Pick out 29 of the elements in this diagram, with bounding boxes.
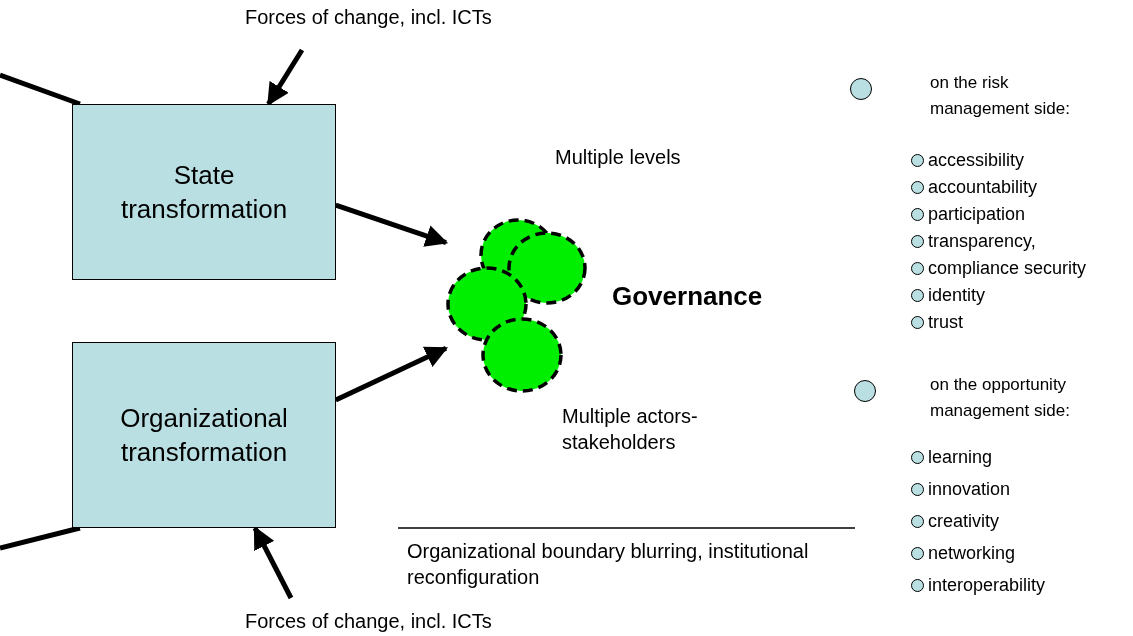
box-text: State transformation [119, 159, 289, 226]
box-text: Organizational transformation [119, 402, 289, 469]
arrow [266, 48, 305, 106]
list-item: transparency, [928, 230, 1037, 252]
list-item: learning [928, 446, 994, 468]
list-item: creativity [928, 510, 1000, 532]
text-label: Organizational boundary blurring, institutional reconfiguration [407, 539, 810, 590]
center-label: Governance [612, 280, 764, 312]
process-box [72, 104, 336, 280]
text-label: Multiple levels [555, 145, 682, 170]
list-item: compliance security [928, 257, 1088, 279]
arrow [334, 202, 449, 247]
arrow [334, 345, 449, 403]
list-item: networking [928, 542, 1017, 564]
list-heading: on the risk management side: [930, 72, 1071, 120]
text-label: Multiple actors- stakeholders [562, 404, 699, 455]
list-item: participation [928, 203, 1027, 225]
list-item: interoperability [928, 574, 1047, 596]
list-heading: on the opportunity management side: [930, 374, 1071, 422]
text-label: Forces of change, incl. ICTs [245, 609, 493, 634]
list-item: identity [928, 284, 987, 306]
arrow [252, 526, 294, 600]
list-item: trust [928, 311, 964, 333]
text-label: Forces of change, incl. ICTs [245, 5, 493, 30]
list-item: accessibility [928, 149, 1026, 171]
overlapping-circles-drawing [446, 218, 588, 394]
list-item: innovation [928, 478, 1012, 500]
process-box [72, 342, 336, 528]
list-item: accountability [928, 176, 1039, 198]
